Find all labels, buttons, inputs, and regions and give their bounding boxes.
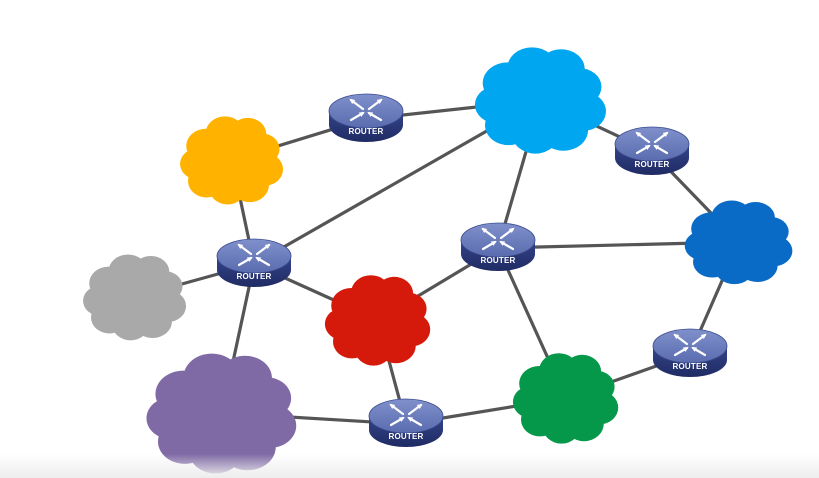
router-label: ROUTER: [635, 160, 670, 169]
darkblue-cloud-icon: [684, 200, 793, 285]
router-label: ROUTER: [349, 127, 384, 136]
router-icon: ROUTER: [614, 126, 690, 175]
router-label: ROUTER: [237, 272, 272, 281]
clouds-layer: [83, 47, 793, 474]
floor-shadow: [0, 454, 819, 478]
router-icon: ROUTER: [460, 222, 536, 271]
router-label: ROUTER: [389, 432, 424, 441]
router-icon: ROUTER: [216, 238, 292, 287]
router-arrows-icon: [673, 333, 707, 357]
red-cloud-icon: [324, 275, 431, 366]
router-icon: ROUTER: [368, 398, 444, 447]
router-arrows-icon: [349, 98, 383, 122]
router-label: ROUTER: [481, 256, 516, 265]
router-arrows-icon: [481, 227, 515, 251]
gray-cloud-icon: [83, 254, 187, 341]
router-icon: ROUTER: [328, 93, 404, 142]
lightblue-cloud-icon: [474, 47, 606, 154]
routers-layer: ROUTER ROUTER ROUTER ROUTER ROUTER ROUTER: [216, 93, 728, 447]
router-arrows-icon: [389, 403, 423, 427]
router-label: ROUTER: [673, 362, 708, 371]
router-arrows-icon: [635, 131, 669, 155]
router-icon: ROUTER: [652, 328, 728, 377]
green-cloud-icon: [512, 353, 619, 444]
router-arrows-icon: [237, 243, 271, 267]
orange-cloud-icon: [180, 116, 284, 205]
